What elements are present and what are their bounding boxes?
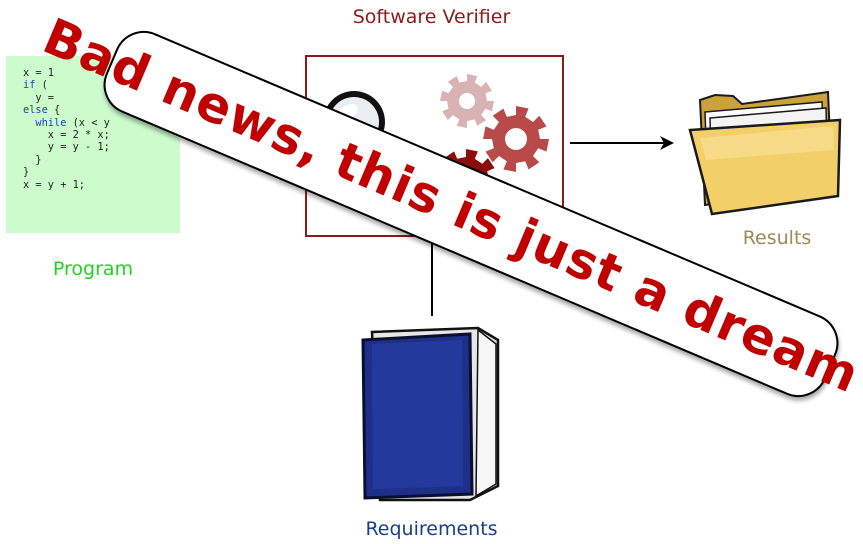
code-text: (	[35, 79, 48, 92]
arrow-icon	[570, 136, 674, 150]
code-text: {	[47, 104, 61, 117]
code-text: y = y - 1;	[23, 141, 110, 154]
code-text: x = 2 * x;	[23, 129, 110, 142]
code-line: x = 1	[23, 67, 180, 79]
code-text: }	[23, 153, 42, 166]
gear-icon	[440, 74, 494, 128]
results-title: Results	[742, 227, 812, 249]
code-text: }	[23, 166, 30, 179]
code-line: while (x < y	[23, 117, 180, 129]
requirements-title: Requirements	[365, 518, 498, 540]
verifier-title: Software Verifier	[352, 6, 511, 28]
code-text: x = y + 1;	[23, 178, 85, 191]
folder-icon	[688, 90, 842, 216]
code-line: y =	[23, 92, 180, 104]
code-line: x = y + 1;	[23, 179, 180, 191]
code-line: x = 2 * x;	[23, 129, 180, 141]
gear-icon	[483, 106, 549, 172]
code-line: }	[23, 166, 180, 178]
code-keyword: while	[35, 116, 67, 129]
code-keyword: if	[23, 79, 36, 92]
code-line: }	[23, 154, 180, 166]
code-text: (x < y	[66, 116, 110, 129]
book-icon	[361, 326, 500, 502]
code-line: else {	[23, 104, 180, 116]
code-text: y =	[23, 91, 54, 104]
code-line: if (	[23, 79, 180, 91]
code-text: x = 1	[23, 67, 54, 79]
program-title: Program	[52, 258, 134, 280]
code-line: y = y - 1;	[23, 141, 180, 153]
code-keyword: else	[23, 104, 48, 117]
